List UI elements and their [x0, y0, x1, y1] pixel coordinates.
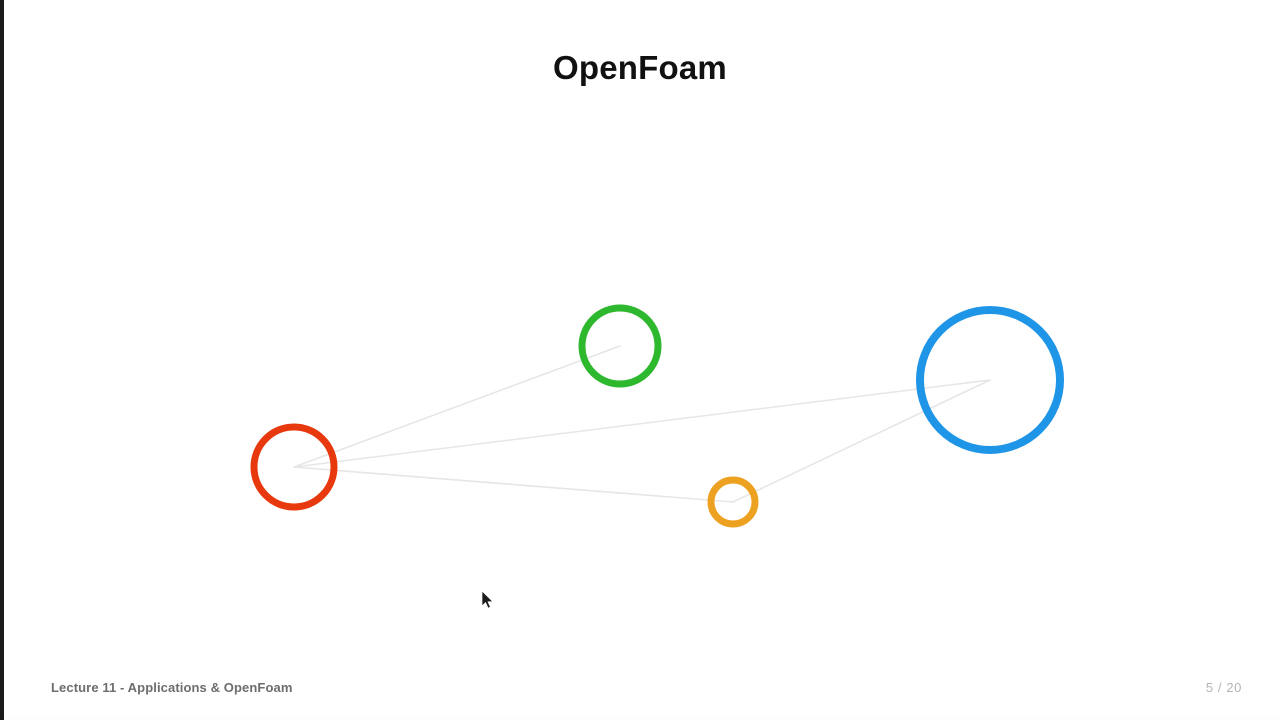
graph-node-layer: [250, 304, 1064, 528]
letterbox-left-bar: [0, 0, 4, 720]
graph-edge-red-green: [293, 345, 621, 468]
footer-page-indicator: 5 / 20: [1205, 680, 1242, 695]
graph-node-blue[interactable]: [916, 306, 1064, 454]
graph-edge-layer: [293, 345, 991, 503]
graph-edge-red-blue: [293, 379, 991, 468]
page-title: OpenFoam: [553, 49, 727, 86]
footer-lecture-label: Lecture 11 - Applications & OpenFoam: [51, 680, 293, 695]
graph-edge-red-orange: [293, 466, 734, 503]
graph-edge-orange-blue: [732, 379, 991, 503]
letterbox-bottom-bar: [0, 718, 1280, 720]
graph-node-green[interactable]: [578, 304, 662, 388]
graph-node-orange[interactable]: [707, 476, 759, 528]
graph-node-red[interactable]: [250, 423, 338, 511]
